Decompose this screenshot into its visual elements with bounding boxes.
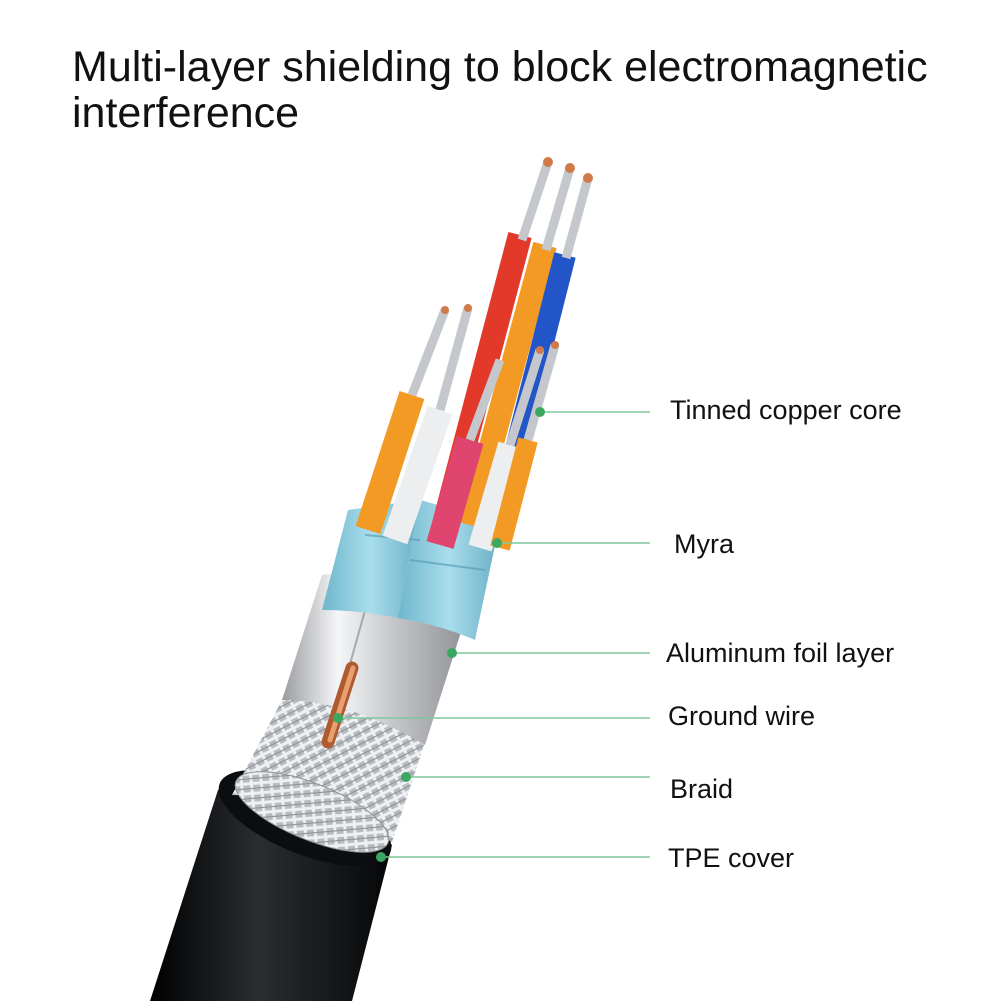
callouts (333, 407, 650, 862)
callout-dot-ground-wire (333, 713, 343, 723)
callout-dot-tpe-cover (376, 852, 386, 862)
label-myra: Myra (674, 529, 734, 559)
callout-dot-myra (492, 538, 502, 548)
callout-dot-tinned-copper-core (535, 407, 545, 417)
label-tinned-copper-core: Tinned copper core (670, 395, 902, 425)
callout-dot-aluminum-foil-layer (447, 648, 457, 658)
ground-wire-shape (321, 661, 359, 749)
label-ground-wire: Ground wire (668, 701, 816, 731)
diagram-title: Multi-layer shielding to block electroma… (72, 43, 928, 137)
callout-dot-braid (401, 772, 411, 782)
braid-layer (232, 698, 425, 853)
label-tpe-cover: TPE cover (668, 843, 795, 873)
label-aluminum-foil-layer: Aluminum foil layer (666, 638, 895, 668)
label-braid: Braid (670, 774, 734, 804)
signal-wires (355, 157, 593, 552)
